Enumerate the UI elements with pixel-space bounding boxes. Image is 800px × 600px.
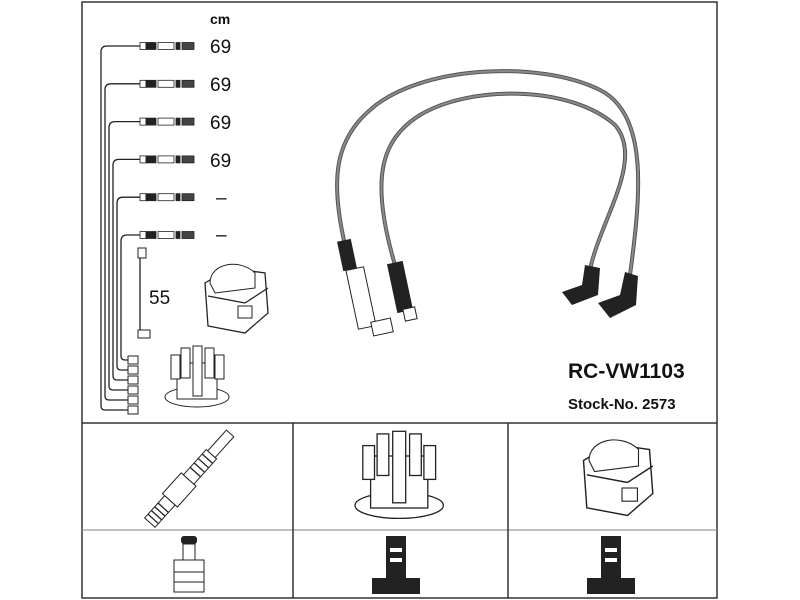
connector-segment <box>181 193 195 202</box>
wire-terminal <box>127 375 139 385</box>
connector-segment <box>175 193 181 202</box>
connector-segment <box>145 155 157 164</box>
wire-length-2: 69 <box>210 75 231 96</box>
connector-segment <box>145 193 157 202</box>
wire-length-6: – <box>216 225 227 246</box>
connector-segment <box>157 117 175 126</box>
connector-segment <box>175 155 181 164</box>
schematic-wire <box>100 42 195 415</box>
wire-terminal <box>127 385 139 395</box>
connector-segment <box>175 42 181 50</box>
connector-segment <box>139 231 147 239</box>
diagram-frame <box>81 1 718 599</box>
connector-segment <box>157 155 175 164</box>
unit-label: cm <box>210 11 230 27</box>
distributor-terminal-icon <box>372 536 420 594</box>
connector-segment <box>157 193 175 202</box>
wire-length-4: 69 <box>210 151 231 172</box>
connector-segment <box>175 117 181 126</box>
wire-terminal <box>127 405 139 415</box>
coil-wire-length: 55 <box>149 288 170 309</box>
schematic-wire <box>112 155 195 385</box>
ignition-coil-icon <box>204 263 269 334</box>
spark-plug-boot-icon <box>337 238 394 337</box>
connector-segment <box>181 117 195 126</box>
distributor-cap-icon <box>164 345 230 408</box>
schematic-wire <box>108 117 195 395</box>
distributor-boot-icon <box>386 260 418 322</box>
schematic-wire <box>104 79 195 405</box>
connector-segment <box>139 117 147 126</box>
stock-number: Stock-No. 2573 <box>568 396 676 413</box>
spark-plug-terminal-icon <box>173 536 205 593</box>
connector-segment <box>139 155 147 164</box>
coil-terminal-icon <box>587 536 635 594</box>
wire-terminal <box>127 395 139 405</box>
schematic-wire <box>116 193 195 375</box>
product-code: RC-VW1103 <box>568 360 685 383</box>
distributor-cap-large-icon <box>354 430 445 520</box>
wire-terminal <box>127 355 139 365</box>
connector-segment <box>157 42 175 50</box>
connector-segment <box>139 42 147 50</box>
connector-segment <box>175 79 181 88</box>
wire-terminal <box>127 365 139 375</box>
connector-segment <box>175 231 181 239</box>
wire-length-3: 69 <box>210 113 231 134</box>
ignition-cables-illustration <box>335 69 641 337</box>
connector-segment <box>181 79 195 88</box>
connector-segment <box>157 231 175 239</box>
connector-segment <box>145 231 157 239</box>
connector-segment <box>145 79 157 88</box>
connector-segment <box>181 155 195 164</box>
coil-boot-icon <box>562 265 638 318</box>
wire-length-5: – <box>216 188 227 209</box>
connector-segment <box>157 79 175 88</box>
coil-wire-icon <box>137 247 151 339</box>
connector-segment <box>139 79 147 88</box>
schematic-wire <box>120 231 195 365</box>
connector-segment <box>181 231 195 239</box>
connector-segment <box>181 42 195 50</box>
wire-set-schematic <box>100 42 195 415</box>
connector-segment <box>145 117 157 126</box>
connector-segment <box>139 193 147 202</box>
ignition-coil-large-icon <box>582 439 654 517</box>
wire-length-1: 69 <box>210 37 231 58</box>
spark-plug-icon <box>143 429 235 528</box>
connector-segment <box>145 42 157 50</box>
